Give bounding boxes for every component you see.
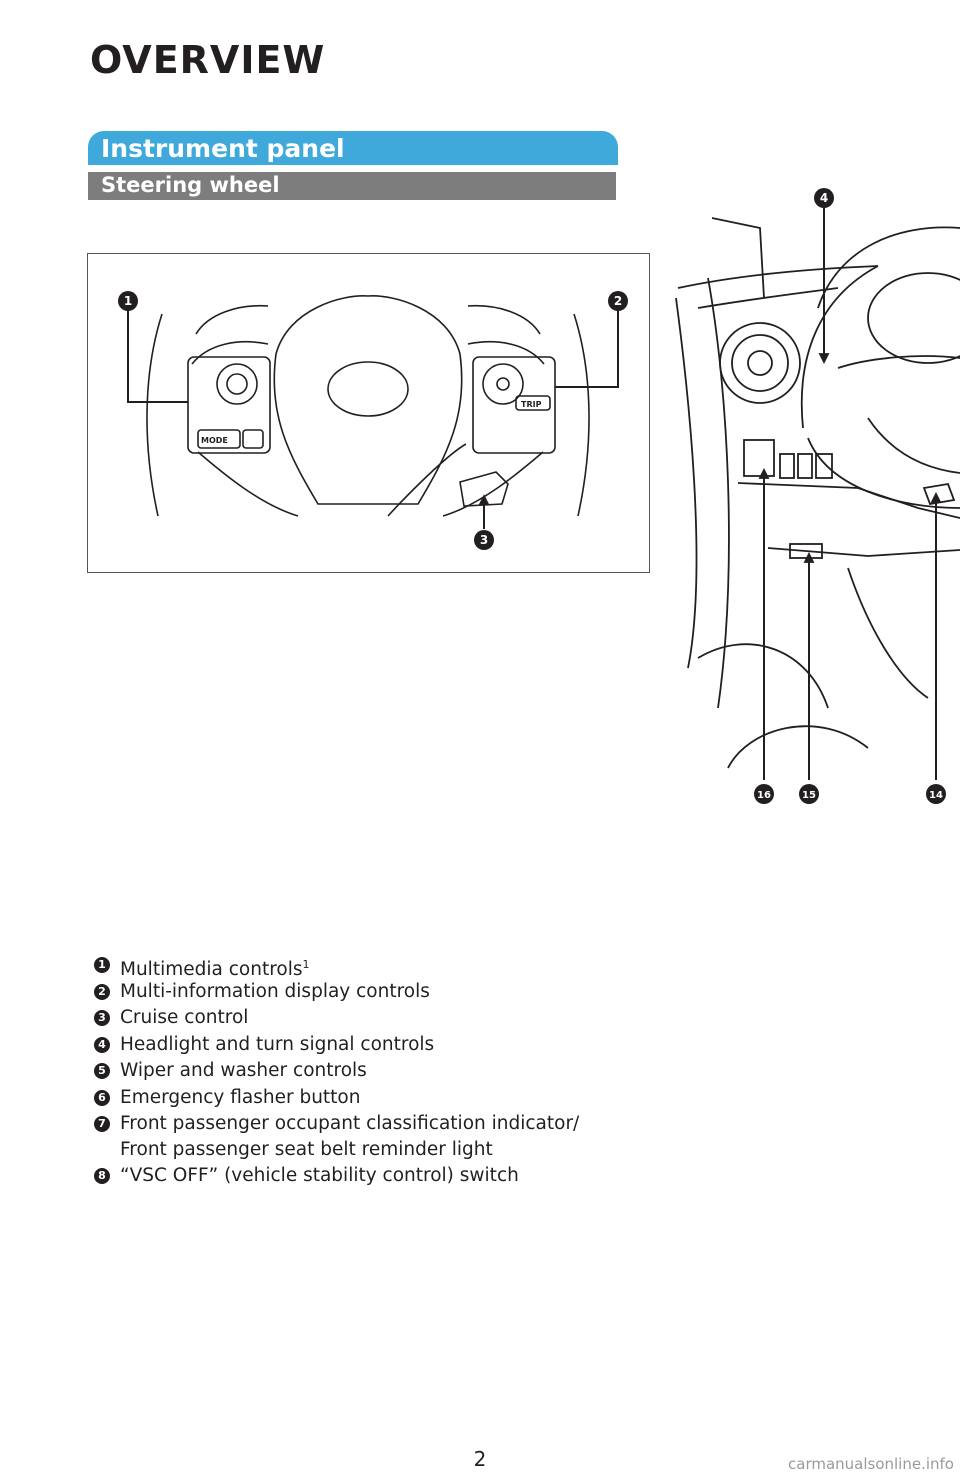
legend-text: Multimedia controls — [120, 959, 303, 981]
page-title: OVERVIEW — [90, 38, 326, 82]
legend-number: 4 — [94, 1036, 110, 1053]
mode-button-label: MODE — [201, 436, 228, 445]
legend-item: 4 Headlight and turn signal controls — [94, 1032, 579, 1059]
legend-text: Emergency flasher button — [120, 1086, 361, 1108]
svg-text:4: 4 — [820, 191, 828, 205]
legend-item: 3 Cruise control — [94, 1005, 579, 1032]
legend-number: 8 — [94, 1168, 110, 1184]
legend-number: 1 — [94, 957, 110, 973]
legend-text: Cruise control — [120, 1007, 249, 1028]
callout-3: 3 — [474, 530, 494, 550]
svg-text:2: 2 — [614, 294, 622, 308]
callout-16: 16 — [754, 784, 774, 804]
callout-4: 4 — [814, 188, 834, 208]
dashboard-illustration: 4 16 15 14 — [668, 188, 960, 810]
legend-number: 7 — [94, 1116, 110, 1132]
subsection-header: Steering wheel — [88, 172, 616, 200]
legend-number: 2 — [94, 983, 110, 1000]
trip-button-label: TRIP — [521, 400, 542, 409]
svg-text:16: 16 — [757, 790, 771, 801]
legend-text: Front passenger occupant classification … — [120, 1113, 580, 1134]
legend-item: 6 Emergency flasher button — [94, 1085, 579, 1112]
legend-number: 5 — [94, 1063, 110, 1079]
legend-item: 2 Multi-information display controls — [94, 979, 579, 1006]
callout-2: 2 — [608, 291, 628, 311]
legend-number: 3 — [94, 1010, 110, 1026]
legend-text: “VSC OFF” (vehicle stability control) sw… — [120, 1165, 519, 1186]
legend-text: Multi-information display controls — [120, 980, 430, 1002]
legend-number: 6 — [94, 1089, 110, 1106]
svg-text:3: 3 — [480, 533, 488, 547]
legend-item: 8 “VSC OFF” (vehicle stability control) … — [94, 1163, 579, 1190]
callout-1: 1 — [118, 291, 138, 311]
steering-wheel-illustration: MODE TRIP 1 2 3 — [87, 253, 650, 573]
subsection-title: Steering wheel — [101, 173, 280, 197]
legend-item: 7 Front passenger occupant classificatio… — [94, 1111, 579, 1163]
watermark: carmanualsonline.info — [788, 1455, 954, 1473]
svg-text:1: 1 — [124, 294, 132, 308]
legend-item: 1 Multimedia controls1 — [94, 952, 579, 981]
legend-text: Headlight and turn signal controls — [120, 1033, 435, 1055]
page-number: 2 — [473, 1447, 487, 1471]
svg-text:14: 14 — [929, 790, 943, 801]
callout-15: 15 — [799, 784, 819, 804]
legend-text-line2: Front passenger seat belt reminder light — [120, 1139, 493, 1160]
section-title: Instrument panel — [101, 134, 345, 163]
callout-14: 14 — [926, 784, 946, 804]
footnote-marker: 1 — [302, 958, 310, 971]
section-header: Instrument panel — [88, 131, 618, 165]
legend-item: 5 Wiper and washer controls — [94, 1058, 579, 1085]
legend-text: Wiper and washer controls — [120, 1060, 367, 1081]
legend-list: 1 Multimedia controls1 2 Multi-informati… — [94, 952, 579, 1190]
svg-text:15: 15 — [802, 790, 816, 801]
